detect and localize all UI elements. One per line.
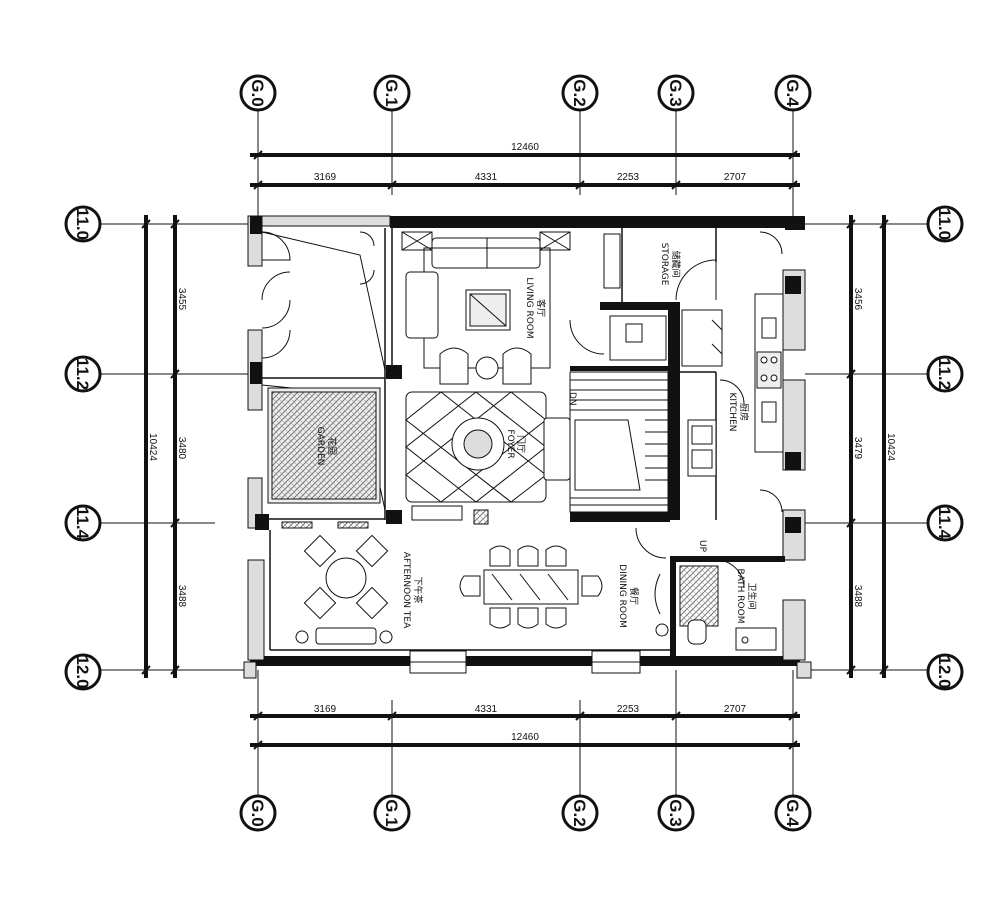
room-labels: 客厅 LIVING ROOM 门厅 FOYER 花园 GARDEN 下午茶 AF…: [315, 243, 758, 629]
dim-top-total: 12460: [511, 142, 539, 153]
dim-right-seg-3: 3488: [852, 585, 863, 608]
grid-bottom-label-1: G.0: [248, 799, 267, 826]
dim-top-seg-3: 2253: [617, 172, 640, 183]
garden-label-cn: 花园: [326, 437, 338, 455]
dim-top-seg-1: 3169: [314, 172, 337, 183]
dim-bottom-seg-3: 2253: [617, 704, 640, 715]
kitchen-label-en: KITCHEN: [727, 393, 737, 432]
stair: [569, 371, 669, 513]
grid-bottom-label-4: G.3: [666, 799, 685, 826]
grid-top-label-2: G.1: [382, 79, 401, 106]
dim-left-seg-3: 3488: [176, 585, 187, 608]
grid-bubbles-bottom: G.0 G.1 G.2 G.3 G.4: [239, 794, 812, 832]
grid-bubbles-right: 11.0 11.2 11.4 12.0: [926, 205, 964, 691]
foyer-area: [405, 391, 571, 525]
interior-walls: [386, 302, 785, 656]
foyer-label-en: FOYER: [505, 429, 515, 458]
stair-dn-label: DN: [567, 392, 577, 406]
bath-room-label-en: BATH ROOM: [735, 569, 745, 624]
afternoon-tea-label-cn: 下午茶: [412, 576, 424, 603]
dim-left-seg-1: 3455: [176, 288, 187, 311]
bath-room-label-cn: 卫生间: [746, 582, 758, 609]
grid-bottom-label-3: G.2: [570, 799, 589, 826]
grid-top-label-4: G.3: [666, 79, 685, 106]
dim-bottom-seg-2: 4331: [475, 704, 498, 715]
grid-top-label-3: G.2: [570, 79, 589, 106]
bath-room-fixtures: [679, 559, 777, 651]
dim-ticks-right: [846, 219, 889, 675]
dim-bottom-seg-4: 2707: [724, 704, 747, 715]
grid-left-label-1: 11.0: [73, 208, 92, 240]
stair-up-label: UP: [697, 540, 707, 553]
dim-top-seg-2: 4331: [475, 172, 498, 183]
dimensions-bottom: [250, 670, 800, 795]
living-room-label-cn: 客厅: [535, 299, 547, 317]
grid-bottom-label-5: G.4: [783, 799, 802, 827]
grid-right-label-2: 11.2: [935, 358, 954, 390]
dimensions-left: [100, 215, 250, 678]
storage-label-en: STORAGE: [659, 243, 669, 286]
living-room-furniture: [401, 231, 621, 385]
dimensions-top: [250, 110, 800, 220]
grid-left-label-4: 12.0: [73, 655, 92, 688]
dim-left-seg-2: 3480: [176, 437, 187, 460]
grid-bubbles-left: 11.0 11.2 11.4 12.0: [64, 205, 102, 691]
garden-label-en: GARDEN: [315, 427, 325, 466]
storage-area: [569, 259, 723, 367]
grid-right-label-4: 12.0: [935, 655, 954, 688]
storage-label-cn: 储藏间: [670, 250, 682, 277]
dim-ticks-top: [253, 150, 798, 190]
dim-ticks-bottom: [253, 711, 798, 750]
exterior-walls: [243, 215, 812, 679]
afternoon-tea-furniture: [281, 521, 393, 645]
dim-left-total: 10424: [147, 433, 158, 461]
afternoon-tea-label-en: AFTERNOON TEA: [401, 552, 411, 629]
kitchen-label-cn: 厨房: [738, 403, 750, 421]
grid-left-label-2: 11.2: [73, 358, 92, 390]
grid-top-label-5: G.4: [783, 79, 802, 107]
kitchen-area: [687, 231, 784, 513]
dim-right-seg-1: 3456: [852, 288, 863, 311]
dim-bottom-seg-1: 3169: [314, 704, 337, 715]
dim-top-seg-4: 2707: [724, 172, 747, 183]
interior-thin-walls: [262, 228, 717, 651]
dim-right-seg-2: 3479: [852, 437, 863, 460]
garden-area: [261, 231, 386, 511]
dining-room-label-en: DINING ROOM: [617, 564, 627, 628]
grid-right-label-3: 11.4: [935, 507, 954, 540]
dimensions-right: [805, 215, 930, 678]
dining-room-furniture: [459, 527, 669, 637]
grid-bottom-label-2: G.1: [382, 799, 401, 826]
grid-top-label-1: G.0: [248, 79, 267, 106]
dining-room-label-cn: 餐厅: [628, 587, 640, 605]
living-room-label-en: LIVING ROOM: [524, 277, 534, 338]
dim-right-total: 10424: [885, 433, 896, 461]
grid-bubbles-top: G.0 G.1 G.2 G.3 G.4: [239, 74, 812, 112]
foyer-label-cn: 门厅: [515, 435, 527, 453]
dim-bottom-total: 12460: [511, 732, 539, 743]
grid-right-label-1: 11.0: [935, 208, 954, 240]
grid-left-label-3: 11.4: [73, 507, 92, 540]
dim-ticks-left: [141, 219, 180, 675]
